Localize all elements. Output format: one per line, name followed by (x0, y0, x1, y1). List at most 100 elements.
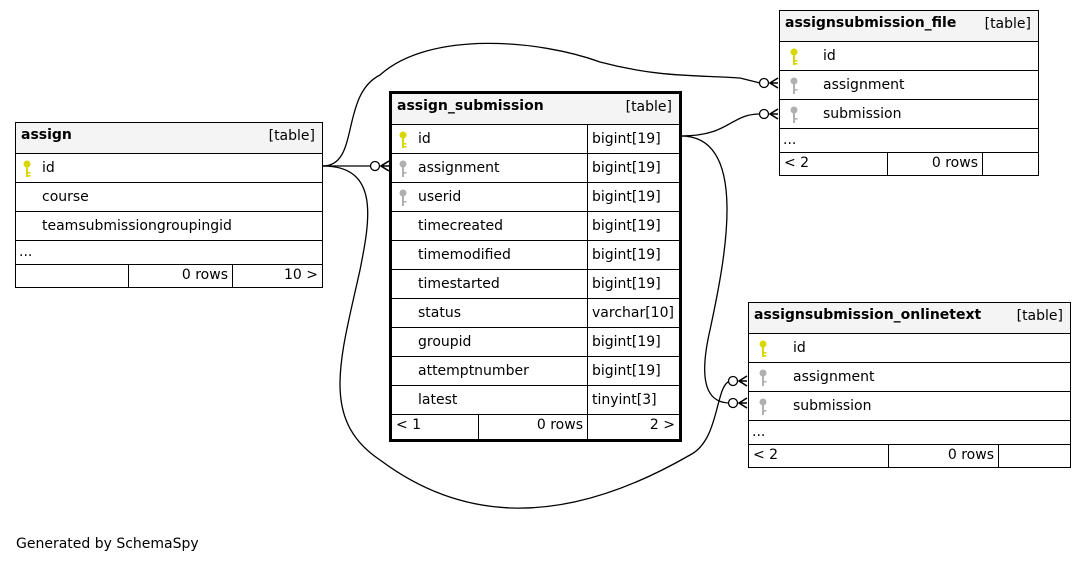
edge-assign-to-file-assignment (322, 42, 761, 167)
foreign-key-icon (759, 398, 767, 415)
column-type: bigint[19] (587, 212, 679, 240)
column-row[interactable]: teamsubmissiongroupingid (16, 211, 322, 240)
column-name: assignment (418, 160, 500, 176)
column-row[interactable]: assignment bigint[19] (392, 153, 679, 182)
column-row[interactable]: course (16, 182, 322, 211)
column-name: submission (793, 398, 872, 414)
column-row[interactable]: submission (780, 99, 1038, 128)
column-row[interactable]: submission (749, 391, 1070, 420)
column-name: status (418, 305, 462, 321)
column-name: latest (418, 392, 458, 408)
column-row[interactable]: attemptnumber bigint[19] (392, 356, 679, 385)
footer-rows: 0 rows (887, 153, 982, 175)
column-type: bigint[19] (587, 357, 679, 385)
footer-children[interactable] (998, 445, 1070, 467)
column-name: timestarted (418, 276, 500, 292)
footer-parents[interactable]: < 2 (784, 155, 810, 171)
column-row[interactable]: userid bigint[19] (392, 182, 679, 211)
column-name: course (42, 189, 89, 205)
primary-key-icon (399, 131, 407, 148)
edge-submission-to-file-submission (680, 113, 761, 137)
column-type: bigint[19] (587, 125, 679, 153)
edge-assign-to-onlinetext-assignment (322, 165, 731, 509)
column-type: varchar[10] (587, 299, 679, 327)
crowfeet (379, 77, 779, 409)
more-columns-row: ... (780, 128, 1038, 152)
foreign-key-icon (759, 369, 767, 386)
column-type: tinyint[3] (587, 386, 679, 414)
column-row[interactable]: latest tinyint[3] (392, 385, 679, 414)
generated-by-label: Generated by SchemaSpy (16, 536, 199, 552)
footer-parents[interactable] (16, 265, 128, 287)
table-assignsubmission-file[interactable]: assignsubmission_file [table] id assignm… (779, 10, 1039, 176)
column-type: bigint[19] (587, 154, 679, 182)
column-name: id (42, 160, 55, 176)
footer-parents[interactable]: < 2 (753, 447, 779, 463)
column-name: groupid (418, 334, 472, 350)
ellipsis: ... (752, 424, 766, 440)
column-name: timecreated (418, 218, 503, 234)
footer-children[interactable]: 2 > (587, 415, 679, 439)
column-name: id (823, 48, 836, 64)
table-header: assignsubmission_onlinetext [table] (749, 303, 1070, 333)
table-footer: 0 rows 10 > (16, 264, 322, 287)
column-name: id (418, 131, 431, 147)
table-footer: < 1 0 rows 2 > (392, 414, 679, 439)
column-row[interactable]: timecreated bigint[19] (392, 211, 679, 240)
column-type: bigint[19] (587, 241, 679, 269)
edge-submission-to-onlinetext-submission (680, 135, 731, 404)
footer-rows: 0 rows (888, 445, 998, 467)
footer-rows: 0 rows (478, 415, 587, 439)
table-header: assign [table] (16, 123, 322, 153)
column-row[interactable]: status varchar[10] (392, 298, 679, 327)
table-assign[interactable]: assign [table] id course teamsubmissiong… (15, 122, 323, 288)
table-assignsubmission-onlinetext[interactable]: assignsubmission_onlinetext [table] id a… (748, 302, 1071, 468)
column-row[interactable]: id (16, 153, 322, 182)
column-row[interactable]: id bigint[19] (392, 124, 679, 153)
table-type: [table] (625, 99, 672, 115)
more-columns-row: ... (749, 420, 1070, 444)
column-row[interactable]: assignment (780, 70, 1038, 99)
footer-parents[interactable]: < 1 (396, 417, 422, 433)
footer-children[interactable]: 10 > (232, 265, 322, 287)
column-row[interactable]: timestarted bigint[19] (392, 269, 679, 298)
ellipsis: ... (19, 244, 33, 260)
foreign-key-icon (399, 160, 407, 177)
primary-key-icon (790, 48, 798, 65)
column-name: submission (823, 106, 902, 122)
column-name: userid (418, 189, 462, 205)
foreign-key-icon (790, 77, 798, 94)
column-name: timemodified (418, 247, 511, 263)
footer-children[interactable] (982, 153, 1038, 175)
foreign-key-icon (399, 189, 407, 206)
table-name: assignsubmission_onlinetext (754, 307, 982, 323)
foreign-key-icon (790, 106, 798, 123)
table-header: assignsubmission_file [table] (780, 11, 1038, 41)
column-name: assignment (793, 369, 875, 385)
table-type: [table] (268, 128, 315, 144)
column-row[interactable]: id (780, 41, 1038, 70)
column-row[interactable]: id (749, 333, 1070, 362)
table-name: assign_submission (397, 98, 544, 114)
table-type: [table] (984, 16, 1031, 32)
more-columns-row: ... (16, 240, 322, 264)
table-footer: < 2 0 rows (749, 444, 1070, 467)
table-header: assign_submission [table] (392, 94, 679, 124)
column-name: attemptnumber (418, 363, 529, 379)
column-row[interactable]: assignment (749, 362, 1070, 391)
column-name: teamsubmissiongroupingid (42, 218, 232, 234)
table-assign-submission[interactable]: assign_submission [table] id bigint[19] … (389, 91, 682, 442)
column-row[interactable]: groupid bigint[19] (392, 327, 679, 356)
table-name: assign (21, 127, 72, 143)
primary-key-icon (759, 340, 767, 357)
column-type: bigint[19] (587, 270, 679, 298)
column-type: bigint[19] (587, 328, 679, 356)
table-name: assignsubmission_file (785, 15, 957, 31)
column-row[interactable]: timemodified bigint[19] (392, 240, 679, 269)
ellipsis: ... (783, 132, 797, 148)
footer-rows: 0 rows (128, 265, 232, 287)
column-type: bigint[19] (587, 183, 679, 211)
column-name: id (793, 340, 806, 356)
primary-key-icon (23, 160, 31, 177)
